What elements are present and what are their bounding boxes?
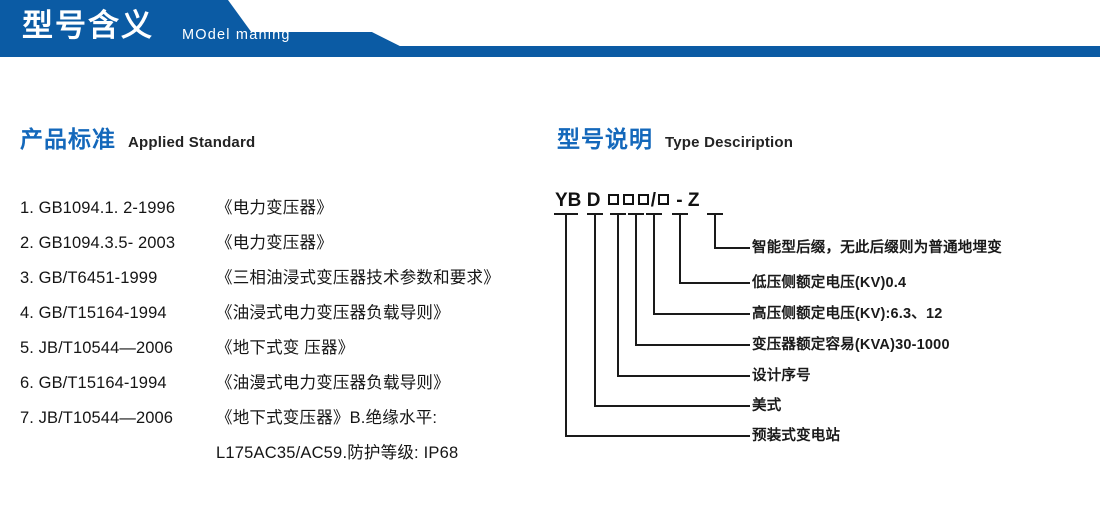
legend-item-6: 美式: [752, 398, 782, 414]
code-seg-z: Z: [687, 190, 700, 211]
legend-item-3: 高压侧额定电压(KV):6.3、12: [752, 306, 943, 322]
right-heading-en: Type Desciription: [665, 134, 794, 151]
standard-code: 4. GB/T15164-1994: [20, 304, 167, 322]
type-code-diagram: YB D / - Z: [545, 190, 1090, 444]
list-item: 4. GB/T15164-1994 《油浸式电力变压器负载导则》: [20, 299, 550, 334]
legend-item-1: 智能型后缀，无此后缀则为普通地埋变: [752, 240, 1002, 256]
standard-name: 《油漫式电力变压器负载导则》: [216, 374, 450, 392]
standard-name: 《电力变压器》: [216, 234, 333, 252]
standard-name: L175AC35/AC59.防护等级: IP68: [216, 444, 459, 462]
legend-item-5: 设计序号: [752, 368, 811, 384]
code-seg-slash: /: [650, 190, 656, 211]
code-box-1: [607, 194, 619, 205]
list-item: 6. GB/T15164-1994 《油漫式电力变压器负载导则》: [20, 369, 550, 404]
leader-lines: [554, 213, 750, 437]
list-item-continuation: L175AC35/AC59.防护等级: IP68: [20, 439, 550, 474]
right-heading-cn: 型号说明: [557, 126, 653, 152]
standard-code: 1. GB1094.1. 2-1996: [20, 199, 176, 217]
banner-subtitle: MOdel maning: [182, 27, 291, 43]
list-item: 1. GB1094.1. 2-1996 《电力变压器》: [20, 194, 550, 229]
standard-name: 《地下式变 压器》: [216, 339, 355, 357]
code-seg-dash: -: [670, 190, 688, 211]
legend-item-7: 预装式变电站: [752, 428, 841, 444]
list-item: 7. JB/T10544—2006 《地下式变压器》B.绝缘水平:: [20, 404, 550, 439]
standard-name: 《三相油浸式变压器技术参数和要求》: [216, 269, 500, 287]
right-section-heading: 型号说明 Type Desciription: [557, 120, 793, 154]
standard-name: 《油浸式电力变压器负载导则》: [216, 304, 450, 322]
standard-code: 7. JB/T10544—2006: [20, 409, 174, 427]
standard-name: 《地下式变压器》B.绝缘水平:: [216, 409, 438, 427]
legend-item-2: 低压侧额定电压(KV)0.4: [752, 275, 907, 291]
standard-code: 6. GB/T15164-1994: [20, 374, 167, 392]
page-header-banner: 型号含义 MOdel maning: [0, 0, 1100, 60]
standard-code: 3. GB/T6451-1999: [20, 269, 158, 287]
standard-code: 5. JB/T10544—2006: [20, 339, 174, 357]
left-heading-en: Applied Standard: [128, 134, 256, 151]
list-item: 5. JB/T10544—2006 《地下式变 压器》: [20, 334, 550, 369]
banner-shape: [0, 0, 1100, 57]
code-box-4: [657, 194, 669, 205]
standard-name: 《电力变压器》: [216, 199, 333, 217]
code-box-3: [637, 194, 649, 205]
code-box-2: [622, 194, 634, 205]
list-item: 3. GB/T6451-1999 《三相油浸式变压器技术参数和要求》: [20, 264, 550, 299]
left-section-heading: 产品标准 Applied Standard: [20, 120, 255, 154]
left-heading-cn: 产品标准: [20, 126, 116, 152]
standard-code: 2. GB1094.3.5- 2003: [20, 234, 176, 252]
type-code-string: YB D / - Z: [555, 190, 699, 212]
standards-list: 1. GB1094.1. 2-1996 《电力变压器》 2. GB1094.3.…: [20, 194, 550, 474]
list-item: 2. GB1094.3.5- 2003 《电力变压器》: [20, 229, 550, 264]
code-seg-yb: YB: [555, 190, 582, 211]
legend-item-4: 变压器额定容易(KVA)30-1000: [752, 337, 950, 353]
code-seg-d: D: [586, 190, 601, 211]
banner-title: 型号含义: [22, 8, 154, 43]
